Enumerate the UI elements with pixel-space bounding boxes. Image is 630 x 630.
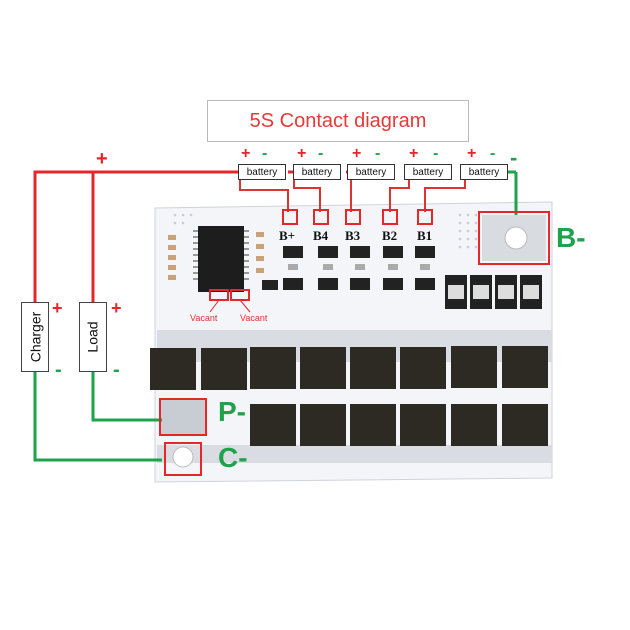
load-box: Load [79,302,107,372]
vacant-label-2: Vacant [240,313,268,323]
cell-4-plus: + [409,145,419,162]
tap-wires [239,172,466,212]
load-label: Load [85,321,101,353]
charger-label: Charger [27,311,43,363]
main-plus-sign: + [96,148,108,170]
cell-1-plus: + [241,145,251,162]
cell-4-minus: - [433,145,439,162]
cell-5-minus: - [490,145,496,162]
tap-label-b4: B4 [313,228,329,243]
battery-cell-1: battery [238,164,286,180]
charger-minus-sign: - [55,359,62,381]
battery-cell-4: battery [404,164,452,180]
mosfet-array [150,346,548,446]
b-minus-sign: - [510,145,518,170]
terminal-c-minus: C- [218,442,248,473]
tap-label-b-plus: B+ [279,228,296,243]
terminal-p-minus: P- [218,396,246,427]
charger-box: Charger [21,302,49,372]
diagram-title: 5S Contact diagram [207,100,469,142]
battery-cell-3: battery [347,164,395,180]
load-plus-sign: + [111,298,122,318]
tap-label-b3: B3 [345,228,361,243]
cell-2-plus: + [297,145,307,162]
cell-1-minus: - [262,145,268,162]
cell-5-plus: + [467,145,477,162]
battery-cell-5: battery [460,164,508,180]
battery-cell-2: battery [293,164,341,180]
terminal-b-minus: B- [556,222,586,253]
tap-label-b2: B2 [382,228,398,243]
cell-3-plus: + [352,145,362,162]
cell-2-minus: - [318,145,324,162]
vacant-leaders [209,299,251,313]
cell-3-minus: - [375,145,381,162]
charger-plus-sign: + [52,298,63,318]
vacant-label-1: Vacant [190,313,218,323]
load-minus-sign: - [113,359,120,381]
tap-label-b1: B1 [417,228,433,243]
